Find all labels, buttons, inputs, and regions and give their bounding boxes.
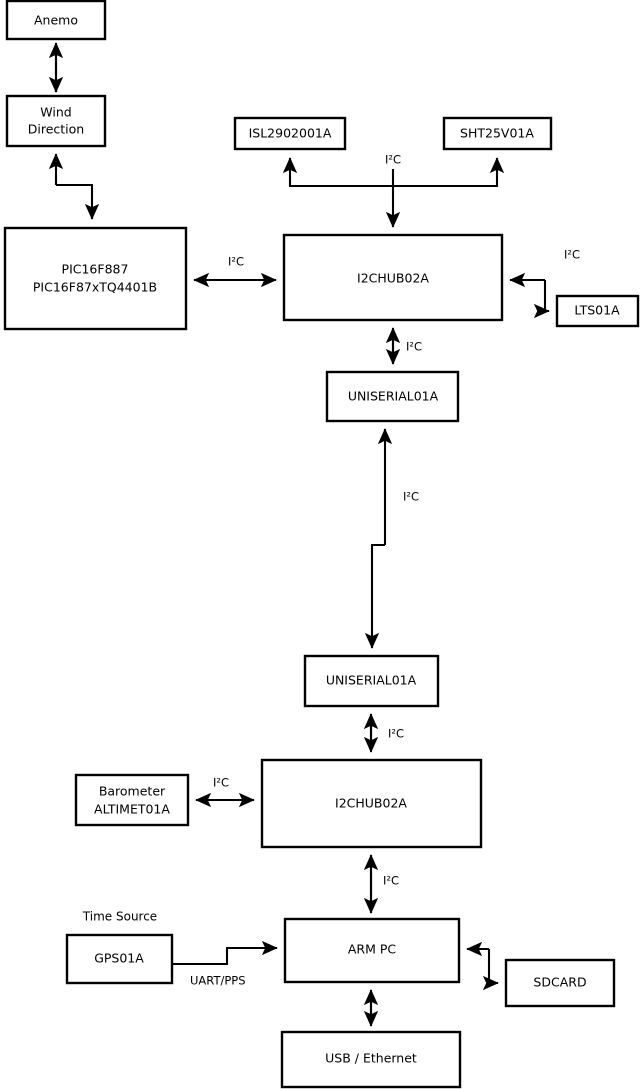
node-barometer-box[interactable]	[74, 773, 190, 827]
edge-label-hub-isl-sht: I²C	[385, 153, 401, 167]
edge-label-pic-hub: I²C	[228, 255, 244, 269]
node-anemo-label: Anemo	[34, 13, 78, 28]
node-sdcard[interactable]: SDCARD	[504, 958, 616, 1008]
edge-hub-sht	[393, 157, 505, 188]
node-i2chub02a-bottom-label: I2CHUB02A	[335, 796, 407, 811]
node-arm-pc-box[interactable]	[283, 917, 461, 984]
node-uniserial01a-top-box[interactable]	[325, 370, 460, 423]
edge-label-uniserial-hub2: I²C	[388, 727, 404, 741]
node-sht25v01a-box[interactable]	[442, 116, 553, 151]
node-uniserial01a-bottom[interactable]: UNISERIAL01A	[303, 654, 440, 708]
node-arm-pc-label: ARM PC	[348, 942, 397, 957]
node-sdcard-box[interactable]	[504, 958, 616, 1008]
node-uniserial01a-top-label: UNISERIAL01A	[348, 389, 439, 404]
node-pic-label-line1: PIC16F887	[62, 262, 129, 277]
edge-label-hub-lts: I²C	[564, 248, 580, 262]
node-lts01a[interactable]: LTS01A	[555, 294, 640, 328]
node-layer: Anemo Wind Direction PIC16F887 PIC16F87x…	[3, 0, 640, 1089]
edge-label-gps-armpc: UART/PPS	[190, 974, 246, 988]
node-uniserial01a-bottom-box[interactable]	[303, 654, 440, 708]
edge-wind-pic-down	[56, 183, 100, 220]
node-pic-box[interactable]	[3, 226, 188, 331]
node-pic-label-line2: PIC16F87xTQ4401B	[33, 280, 157, 295]
node-sht25v01a-label: SHT25V01A	[460, 126, 534, 141]
node-wind-direction[interactable]: Wind Direction	[5, 94, 107, 148]
node-isl2902001a[interactable]: ISL2902001A	[233, 116, 347, 151]
node-gps01a-label: GPS01A	[94, 951, 144, 966]
free-label-layer: Time Source	[82, 910, 157, 924]
node-arm-pc[interactable]: ARM PC	[283, 917, 461, 984]
node-wind-direction-label-line1: Wind	[40, 105, 71, 120]
edge-armpc-sdcard-down	[482, 949, 499, 991]
node-usb-ethernet-label: USB / Ethernet	[325, 1051, 417, 1066]
node-i2chub02a-bottom-box[interactable]	[260, 758, 483, 849]
edge-label-uniserial-link: I²C	[403, 490, 419, 504]
node-wind-direction-label-line2: Direction	[28, 122, 84, 137]
edge-label-barometer-hub2: I²C	[213, 776, 229, 790]
node-barometer[interactable]: Barometer ALTIMET01A	[74, 773, 190, 827]
node-i2chub02a-top[interactable]: I2CHUB02A	[282, 233, 504, 322]
node-i2chub02a-top-label: I2CHUB02A	[357, 271, 429, 286]
node-isl2902001a-label: ISL2902001A	[249, 126, 332, 141]
edge-label-hub2-armpc: I²C	[383, 874, 399, 888]
node-sdcard-label: SDCARD	[533, 975, 586, 990]
edge-layer	[48, 42, 550, 1027]
edge-label-layer: I²C I²C I²C I²C I²C I²C I²C I²C UART/PPS	[190, 153, 580, 988]
node-usb-ethernet-box[interactable]	[280, 1030, 462, 1089]
edge-gps-armpc	[172, 940, 278, 966]
node-barometer-label-line1: Barometer	[99, 784, 166, 799]
edge-hub-isl	[282, 157, 393, 188]
edge-label-hub-uniserial: I²C	[406, 340, 422, 354]
node-gps01a-box[interactable]	[65, 933, 174, 985]
node-usb-ethernet[interactable]: USB / Ethernet	[280, 1030, 462, 1089]
node-i2chub02a-top-box[interactable]	[282, 233, 504, 322]
node-lts01a-box[interactable]	[555, 294, 640, 328]
node-uniserial01a-bottom-label: UNISERIAL01A	[326, 673, 417, 688]
node-uniserial01a-top[interactable]: UNISERIAL01A	[325, 370, 460, 423]
node-lts01a-label: LTS01A	[574, 303, 620, 318]
label-time-source: Time Source	[82, 910, 157, 924]
edge-hub-lts-down	[533, 280, 550, 319]
node-i2chub02a-bottom[interactable]: I2CHUB02A	[260, 758, 483, 849]
node-wind-direction-box[interactable]	[5, 94, 107, 148]
node-anemo-box[interactable]	[5, 0, 107, 41]
edge-uniserial-link-down	[364, 543, 385, 649]
node-anemo[interactable]: Anemo	[5, 0, 107, 41]
node-barometer-label-line2: ALTIMET01A	[94, 802, 170, 817]
node-pic[interactable]: PIC16F887 PIC16F87xTQ4401B	[3, 226, 188, 331]
node-gps01a[interactable]: GPS01A	[65, 933, 174, 985]
node-sht25v01a[interactable]: SHT25V01A	[442, 116, 553, 151]
node-isl2902001a-box[interactable]	[233, 116, 347, 151]
